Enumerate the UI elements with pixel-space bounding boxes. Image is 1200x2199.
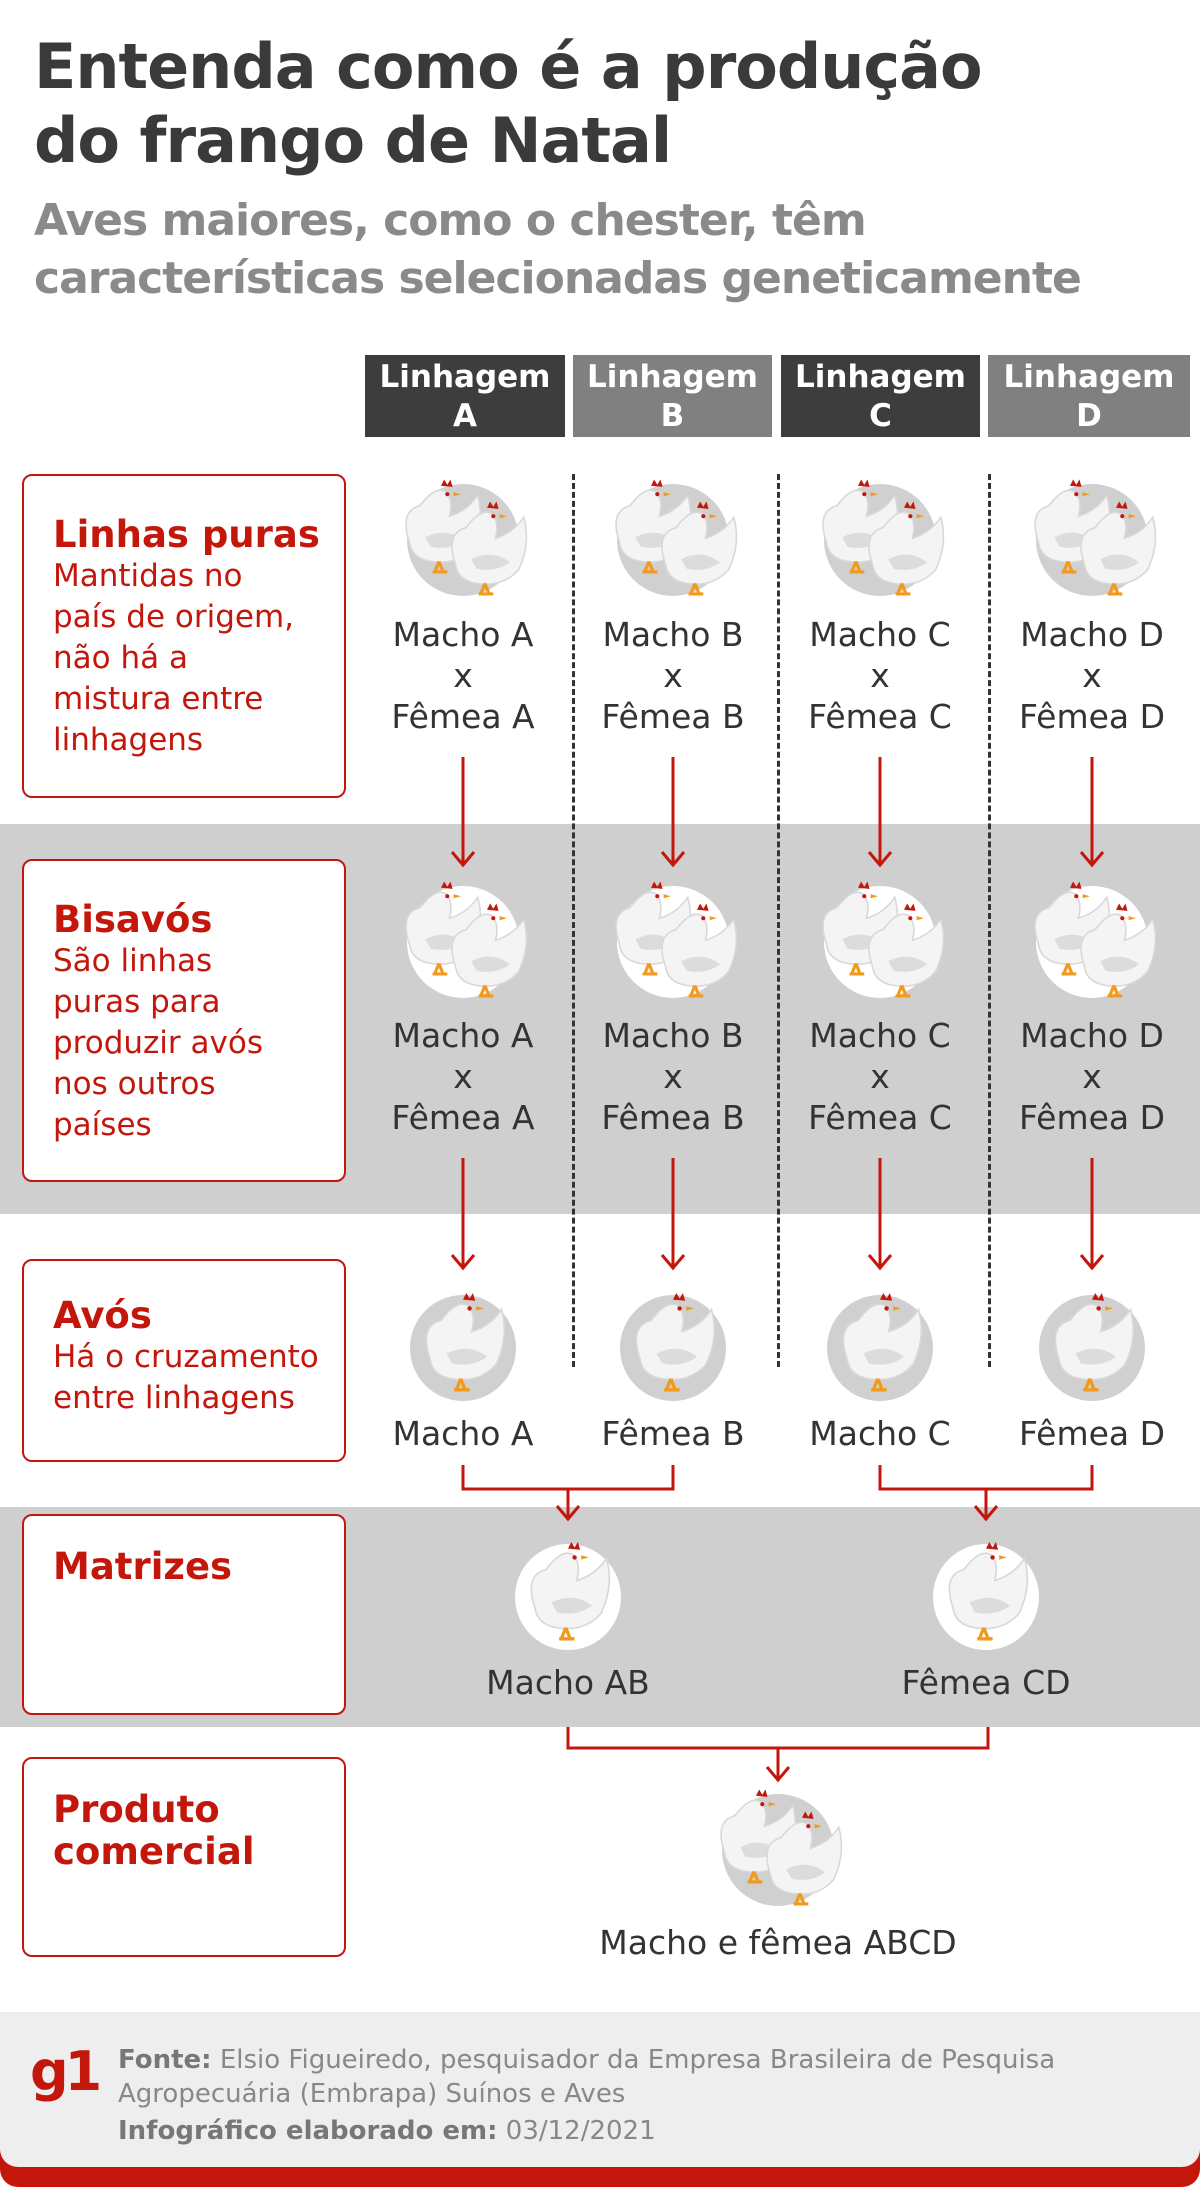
- footer-date: Infográfico elaborado em: 03/12/2021: [118, 2116, 656, 2146]
- avos-label: Fêmea B: [601, 1414, 745, 1453]
- matriz-label: Macho AB: [486, 1663, 650, 1702]
- chicken-pair-icon: [614, 477, 739, 596]
- avos-label: Macho A: [392, 1414, 534, 1453]
- produto-label: Macho e fêmea ABCD: [599, 1923, 957, 1962]
- avos-label: Macho C: [809, 1414, 951, 1453]
- subtitle-line-1: Aves maiores, como o chester, têm: [34, 195, 867, 246]
- column-divider: [777, 474, 780, 1367]
- chicken-icon: [515, 1540, 621, 1650]
- chicken-pair-icon: [614, 879, 739, 998]
- chicken-icon: [827, 1291, 933, 1401]
- chicken-icon: [620, 1291, 726, 1401]
- g1-logo: g1: [30, 2040, 102, 2103]
- matriz-label: Fêmea CD: [901, 1663, 1071, 1702]
- chicken-pair-icon: [404, 477, 529, 596]
- footer-source: Fonte: Elsio Figueiredo, pesquisador da …: [118, 2045, 1056, 2075]
- chicken-icon: [933, 1540, 1039, 1650]
- flow-arrows: [450, 757, 1105, 1783]
- title-line-2: do frango de Natal: [34, 104, 672, 177]
- page-title: Entenda como é a produção do frango de N…: [34, 30, 983, 178]
- chicken-pair-icon: [719, 1787, 844, 1906]
- chicken-icon: [410, 1291, 516, 1401]
- chicken-pair-icon: [1033, 879, 1158, 998]
- column-divider: [988, 474, 991, 1367]
- column-divider: [572, 474, 575, 1367]
- footer: [0, 2012, 1200, 2167]
- stage-matrizes: Matrizes: [22, 1514, 346, 1715]
- chicken-pair-icon: [1033, 477, 1158, 596]
- subtitle-line-2: características selecionadas geneticamen…: [34, 253, 1082, 304]
- chicken-icon: [1039, 1291, 1145, 1401]
- footer-source-cont: Agropecuária (Embrapa) Suínos e Aves: [118, 2079, 626, 2109]
- chicken-pair-icon: [821, 879, 946, 998]
- chicken-pair-icon: [404, 879, 529, 998]
- avos-label: Fêmea D: [1018, 1414, 1166, 1453]
- chicken-pair-icon: [821, 477, 946, 596]
- page-subtitle: Aves maiores, como o chester, têm caract…: [34, 192, 1082, 308]
- title-line-1: Entenda como é a produção: [34, 30, 983, 103]
